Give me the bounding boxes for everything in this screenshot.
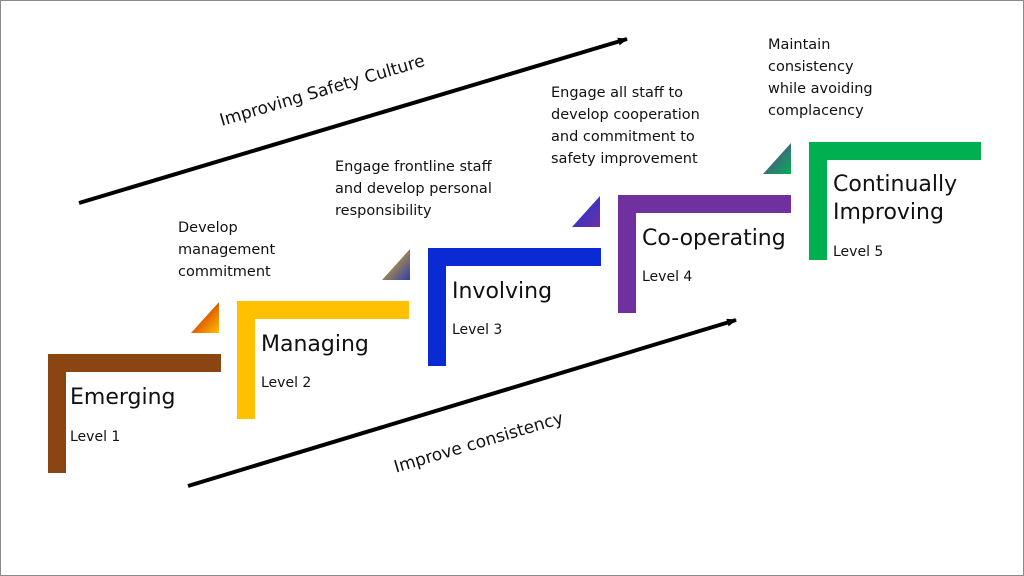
step-3-description: Engage all staff to develop cooperation … [551,85,700,167]
step-5-title: Continually Improving [833,172,958,225]
step-4-description: Maintain consistency while avoiding comp… [768,37,873,119]
step-2-level: Level 2 [261,375,312,391]
step-3-level: Level 3 [452,322,503,338]
step-4-level: Level 4 [642,269,693,285]
step-2-title: Managing [261,332,369,357]
bottom-arrow [187,318,737,488]
top-arrow [78,37,628,205]
step-1-bracket [48,354,221,473]
step-2-bracket [237,301,409,419]
step-4-triangle-icon [763,143,791,174]
step-3-bracket [428,248,601,366]
step-1-level: Level 1 [70,429,121,445]
step-5-bracket [809,142,981,260]
step-5-level: Level 5 [833,244,884,260]
step-1-title: Emerging [70,385,176,410]
step-1-triangle-icon [191,302,219,333]
step-3-triangle-icon [572,196,600,227]
step-3-title: Involving [452,279,553,304]
step-1-description: Develop management commitment [178,220,276,280]
step-2-triangle-icon [382,249,410,280]
step-4-bracket [618,195,791,313]
step-2-description: Engage frontline staff and develop perso… [335,159,492,219]
step-4-title: Co-operating [642,226,786,251]
